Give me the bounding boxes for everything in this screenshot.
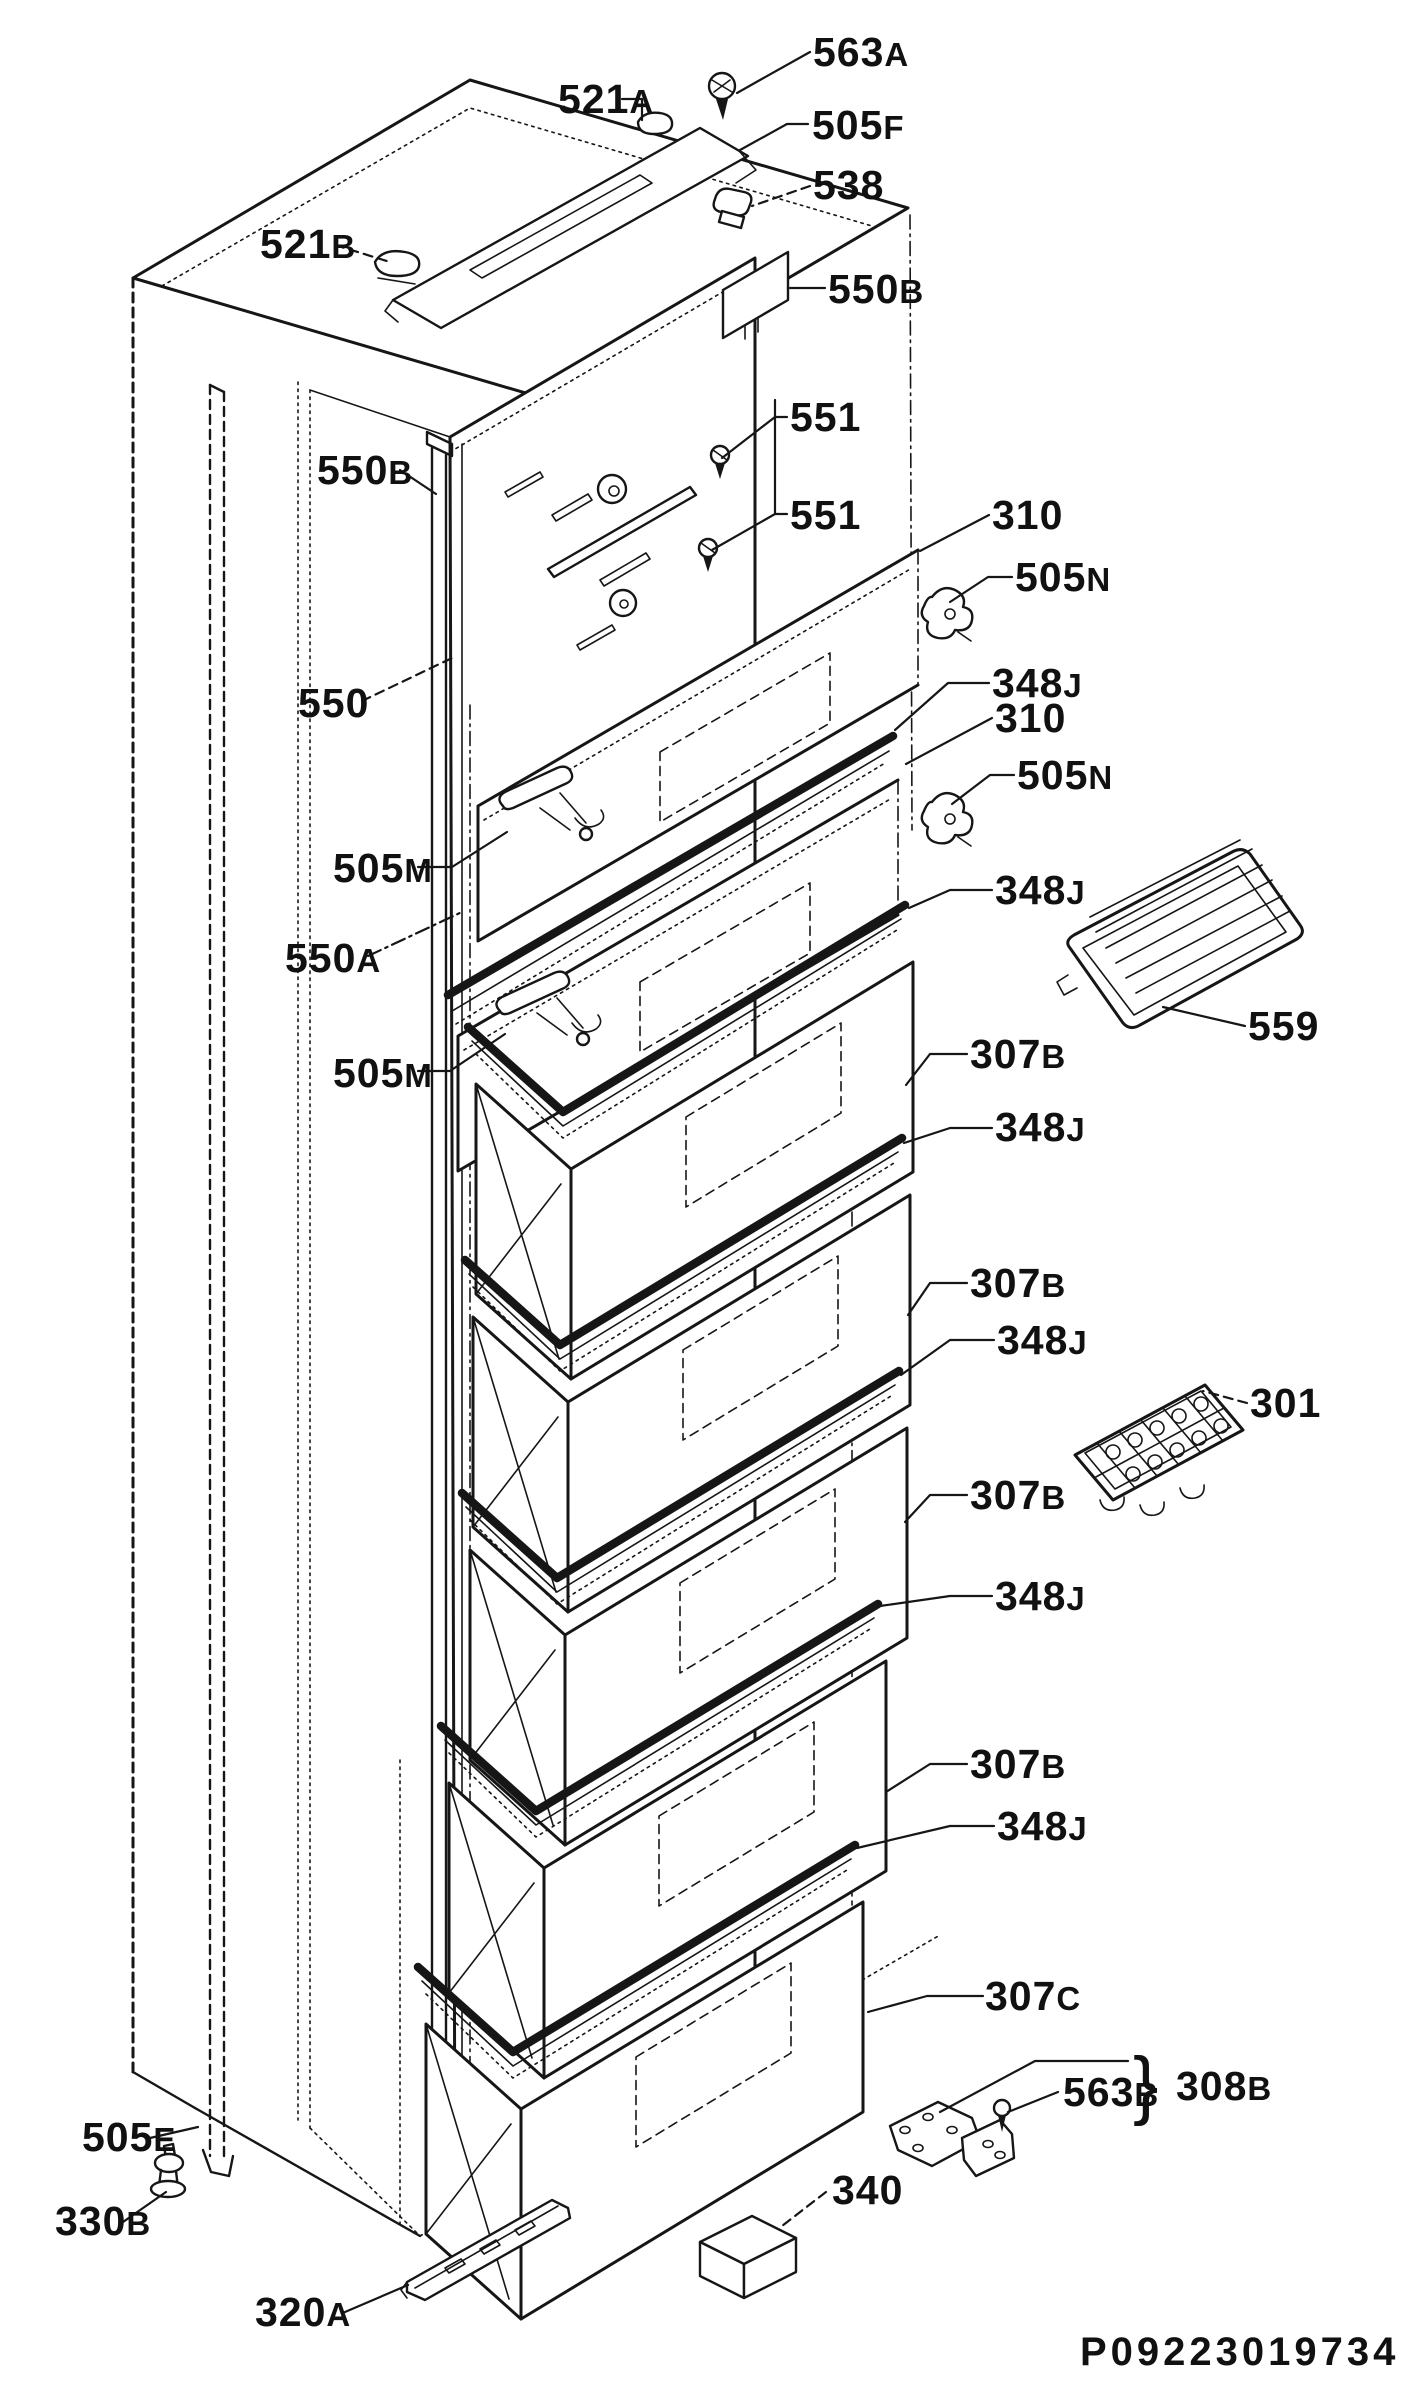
callout-307B-4: 307B — [970, 1741, 1066, 1787]
callout-550B-left: 550B — [317, 447, 413, 493]
callout-505N-2: 505N — [1017, 752, 1113, 798]
callout-307C: 307C — [985, 1973, 1081, 2019]
screw-563B — [992, 2098, 1012, 2132]
shelf-tray-559 — [1056, 839, 1304, 1030]
callout-521A: 521A — [558, 76, 654, 122]
spare-part-box-340 — [698, 2214, 798, 2300]
drawer-307B-2 — [460, 1133, 912, 1614]
screw-551-lower — [697, 537, 719, 572]
callout-348J-5: 348J — [995, 1573, 1086, 1619]
callout-521B: 521B — [260, 221, 356, 267]
callout-310-1: 310 — [992, 492, 1063, 538]
drawing-part-code: P09223019734 — [1080, 2330, 1399, 2374]
callout-330B: 330B — [55, 2198, 151, 2244]
callout-505E: 505E — [82, 2114, 176, 2160]
trim-strip-348J-1 — [443, 731, 898, 1025]
hinge-bracket-308B — [888, 2100, 1016, 2178]
drawer-307B-4 — [436, 1599, 888, 2080]
top-rail-505F — [384, 126, 757, 330]
hinge-505M-2 — [495, 970, 602, 1047]
callout-550B-right: 550B — [828, 266, 924, 312]
callout-320A: 320A — [255, 2289, 351, 2335]
callout-563B: 563B — [1063, 2069, 1159, 2115]
callout-308B: 308B — [1176, 2063, 1272, 2109]
ice-cube-tray-301 — [1073, 1383, 1245, 1517]
screw-563A — [707, 71, 737, 120]
callout-348J-3: 348J — [995, 1104, 1086, 1150]
callout-340: 340 — [832, 2167, 903, 2213]
callout-348J-2: 348J — [995, 867, 1086, 913]
leader-lines — [121, 50, 1249, 2314]
callout-labels: 563A 521A 505F 538 550B 521B 550B 551 55… — [55, 29, 1321, 2335]
door-trim-strip-550B-left — [425, 430, 454, 2192]
callout-307B-2: 307B — [970, 1260, 1066, 1306]
hinge-505N-2 — [920, 791, 974, 847]
rail-cap-521A — [636, 111, 674, 136]
callout-551-lower: 551 — [790, 492, 861, 538]
drawer-307B-1 — [463, 900, 915, 1381]
foot-screw-330B — [149, 2142, 187, 2199]
callout-505M-2: 505M — [333, 1050, 433, 1096]
callout-310-2: 310 — [995, 695, 1066, 741]
callout-559: 559 — [1248, 1003, 1319, 1049]
callout-301: 301 — [1250, 1380, 1321, 1426]
callout-550: 550 — [298, 680, 369, 726]
callout-505F: 505F — [812, 102, 905, 148]
bottom-rail-320A — [400, 2198, 572, 2302]
callout-538: 538 — [813, 162, 884, 208]
drawer-310-1 — [476, 548, 920, 943]
rail-cap-521B — [373, 249, 421, 285]
brace-308B: } — [1133, 2042, 1158, 2127]
callout-348J-1: 348J — [992, 660, 1083, 706]
callout-550A: 550A — [285, 935, 381, 981]
callout-307B-3: 307B — [970, 1472, 1066, 1518]
callout-307B-1: 307B — [970, 1031, 1066, 1077]
callout-551-upper: 551 — [790, 394, 861, 440]
callout-505M-1: 505M — [333, 845, 433, 891]
hinge-505M-1 — [498, 765, 605, 842]
callout-563A: 563A — [813, 29, 909, 75]
callout-505N-1: 505N — [1015, 554, 1111, 600]
trim-plate-550B-right — [721, 250, 790, 340]
callout-348J-4: 348J — [997, 1317, 1088, 1363]
hinge-505N-1 — [920, 586, 974, 642]
side-trim-strip-505E — [201, 383, 235, 2178]
door-controls — [504, 471, 698, 651]
clip-538 — [712, 187, 753, 230]
callout-348J-6: 348J — [997, 1803, 1088, 1849]
screw-551-upper — [709, 444, 731, 479]
